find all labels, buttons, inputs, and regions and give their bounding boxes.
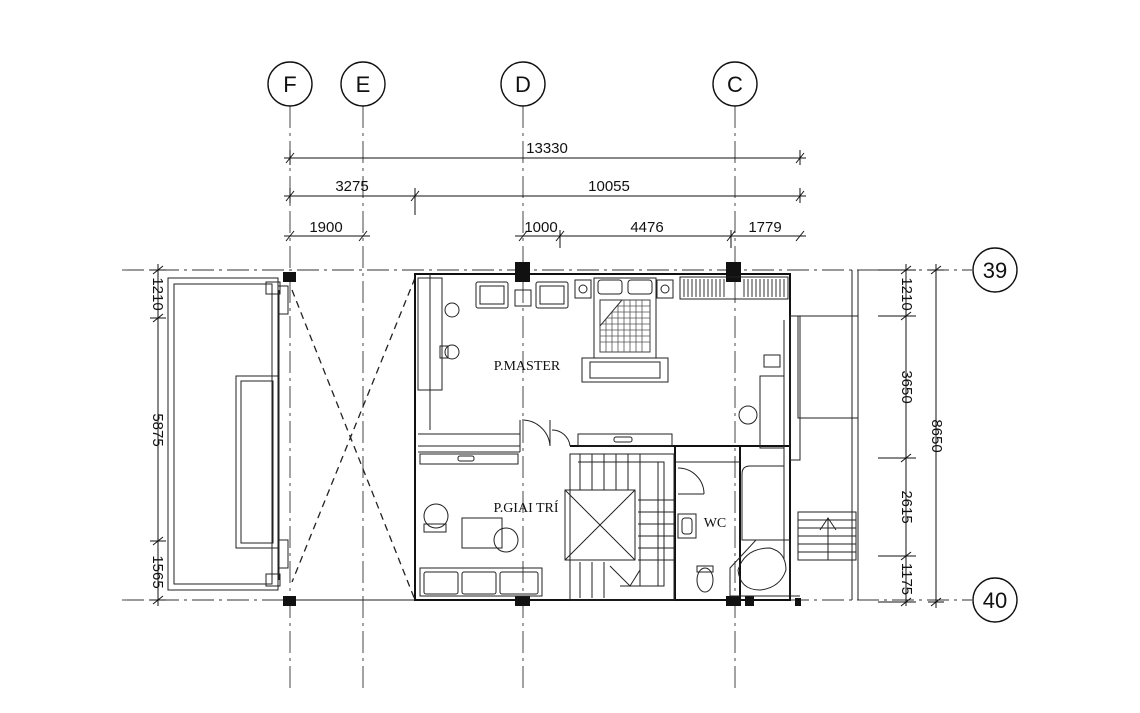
dim-left-1565: 1565 [149, 555, 166, 588]
column [795, 598, 801, 606]
grid-bubble-e: E [340, 61, 386, 107]
dim-top-1000: 1000 [524, 219, 557, 236]
dim-top-1779: 1779 [748, 219, 781, 236]
dim-right-8650: 8650 [928, 419, 945, 452]
dim-right-2615: 2615 [898, 490, 915, 523]
dim-top-10055: 10055 [588, 178, 630, 195]
structural-columns [283, 262, 801, 606]
grid-label-39: 39 [983, 258, 1007, 283]
grid-bubble-39: 39 [972, 247, 1018, 293]
master-bedroom-furniture [417, 276, 789, 449]
dim-top-1900: 1900 [309, 219, 342, 236]
grid-label-40: 40 [983, 588, 1007, 613]
column [283, 272, 296, 282]
room-label-master: P.MASTER [494, 359, 561, 374]
dim-right-3650: 3650 [898, 370, 915, 403]
dim-top-overall: 13330 [526, 140, 568, 157]
left-dimensions [150, 264, 166, 606]
column [283, 596, 296, 606]
grid-bubbles-top: F E D C [267, 61, 758, 107]
top-dimensions [284, 150, 806, 248]
wc-fixtures [677, 465, 791, 597]
dim-top-3275: 3275 [335, 178, 368, 195]
dim-right-1210: 1210 [898, 277, 915, 310]
grid-label-e: E [356, 72, 371, 97]
vertical-grid-lines [289, 106, 736, 690]
staircase [564, 453, 675, 601]
left-balcony [167, 277, 289, 591]
grid-label-f: F [283, 72, 296, 97]
grid-bubble-d: D [500, 61, 546, 107]
room-label-wc: WC [704, 516, 727, 531]
entertainment-room-furniture [419, 453, 543, 597]
void-area [291, 277, 416, 601]
grid-bubble-c: C [712, 61, 758, 107]
column [515, 596, 530, 606]
grid-bubbles-right: 39 40 [972, 247, 1018, 623]
dim-left-1210: 1210 [149, 277, 166, 310]
column [726, 596, 741, 606]
exterior-stair [789, 270, 859, 600]
room-label-entertainment: P.GIAI TRÍ [493, 499, 558, 516]
grid-label-c: C [727, 72, 743, 97]
column [515, 262, 530, 282]
dim-right-1175: 1175 [898, 563, 915, 595]
grid-bubble-40: 40 [972, 577, 1018, 623]
dim-left-5875: 5875 [149, 413, 166, 446]
right-dimensions [878, 264, 944, 608]
column [726, 262, 741, 282]
grid-label-d: D [515, 72, 531, 97]
grid-bubble-f: F [267, 61, 313, 107]
column [745, 596, 754, 606]
dim-top-4476: 4476 [630, 219, 663, 236]
